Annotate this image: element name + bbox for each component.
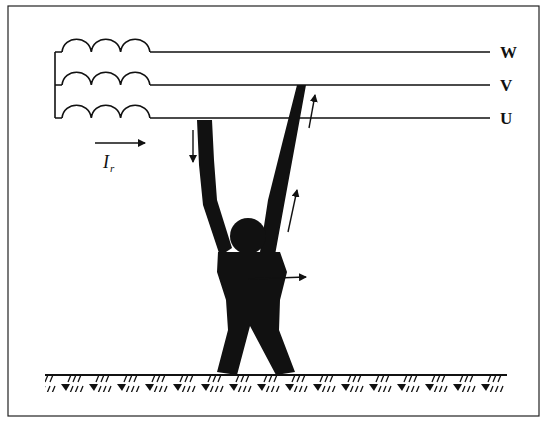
coil-symbol xyxy=(62,39,150,118)
ground-line xyxy=(45,374,507,376)
earth-hatching xyxy=(45,376,507,392)
current-path-arrows xyxy=(193,95,315,279)
person-figure xyxy=(197,85,306,375)
phase-label: U xyxy=(500,110,512,127)
current-symbol: I xyxy=(103,153,109,171)
phase-label: W xyxy=(500,44,517,61)
three-phase-wires xyxy=(55,39,490,118)
coil-symbol xyxy=(62,72,150,85)
phase-label: V xyxy=(500,77,512,94)
current-arrow xyxy=(95,142,145,143)
frame xyxy=(8,6,539,416)
coil-symbol xyxy=(62,39,150,52)
coil-symbol xyxy=(62,105,150,118)
current-subscript: r xyxy=(110,163,114,174)
